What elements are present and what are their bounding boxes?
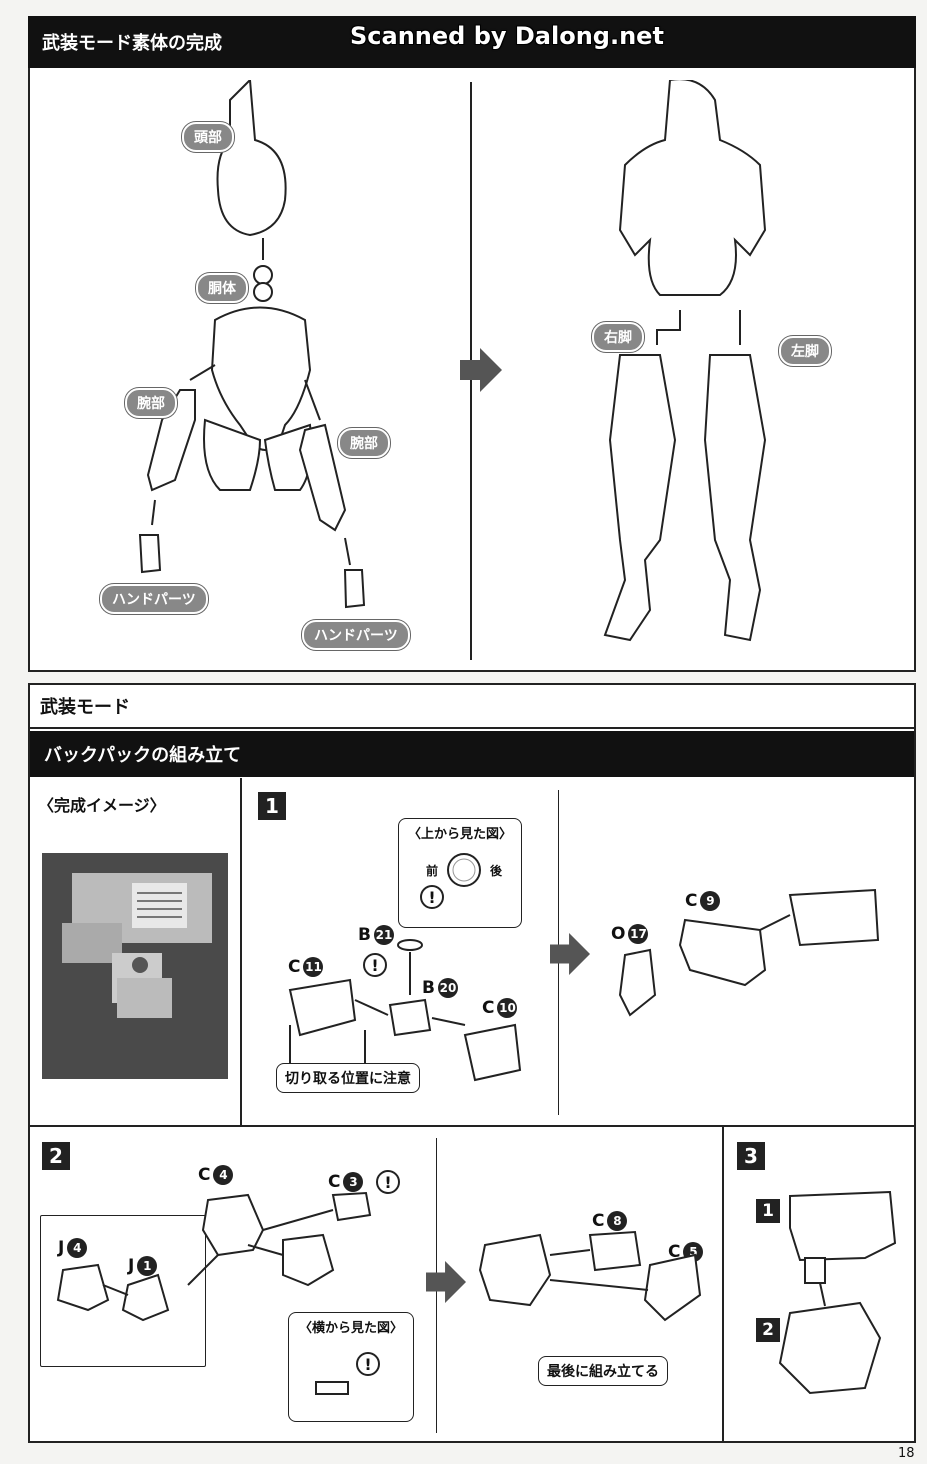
backpack-title-bar: バックパックの組み立て <box>30 731 914 777</box>
caution-icon-c3: ! <box>376 1170 400 1194</box>
caution-icon-top: ! <box>420 885 444 909</box>
label-torso: 胴体 <box>196 273 248 303</box>
label-hand-right: ハンドパーツ <box>302 620 410 650</box>
next-step-arrow <box>460 348 502 392</box>
page-number: 18 <box>898 1446 915 1461</box>
step3-number: 3 <box>737 1142 765 1170</box>
divider-h1 <box>30 1125 914 1127</box>
side-view-part-icon <box>315 1381 349 1395</box>
step2-number: 2 <box>42 1142 70 1170</box>
section-assembly-complete <box>28 16 916 672</box>
legs-assembly-illustration <box>603 80 767 642</box>
body-assembly-illustration <box>138 80 366 609</box>
complete-image-label: 〈完成イメージ〉 <box>38 796 166 815</box>
cut-position-note: 切り取る位置に注意 <box>276 1063 420 1093</box>
divider-v1 <box>240 778 242 1126</box>
step1-arrow <box>550 933 590 975</box>
watermark: Scanned by Dalong.net <box>350 22 664 50</box>
complete-image-photo <box>42 853 228 1079</box>
back-label: 後 <box>490 864 503 878</box>
step3-sub2: 2 <box>756 1318 780 1342</box>
step2-result-drawing <box>478 1230 702 1322</box>
caution-icon-b21: ! <box>363 953 387 977</box>
section-title-bar: 武装モード素体の完成 <box>28 16 916 68</box>
mode-title: 武装モード <box>40 697 130 718</box>
backpack-title: バックパックの組み立て <box>44 745 242 766</box>
label-arm-left: 腕部 <box>125 388 177 418</box>
divider-v2 <box>722 1126 724 1442</box>
label-arm-right: 腕部 <box>338 428 390 458</box>
label-hand-left: ハンドパーツ <box>100 584 208 614</box>
step3-sub1: 1 <box>756 1199 780 1223</box>
step1-result-drawing <box>618 888 880 1017</box>
mode-title-bar: 武装モード <box>30 685 914 729</box>
step2-arrow <box>426 1261 466 1303</box>
side-view-callout: 〈横から見た図〉 <box>288 1312 414 1422</box>
top-view-label: 〈上から見た図〉 <box>407 827 512 842</box>
caution-icon-side: ! <box>356 1352 380 1376</box>
step1-parts-drawing <box>288 939 522 1082</box>
step3-drawing <box>778 1190 897 1395</box>
label-head: 頭部 <box>182 122 234 152</box>
label-right-leg: 右脚 <box>592 322 644 352</box>
side-view-label: 〈横から見た図〉 <box>298 1321 403 1336</box>
step1-number: 1 <box>258 792 286 820</box>
label-left-leg: 左脚 <box>779 336 831 366</box>
assemble-last-note: 最後に組み立てる <box>538 1356 668 1386</box>
step2-parts-drawing <box>56 1191 372 1322</box>
section-title: 武装モード素体の完成 <box>42 33 222 54</box>
front-label: 前 <box>426 864 439 878</box>
top-view-dial-icon <box>447 853 481 887</box>
